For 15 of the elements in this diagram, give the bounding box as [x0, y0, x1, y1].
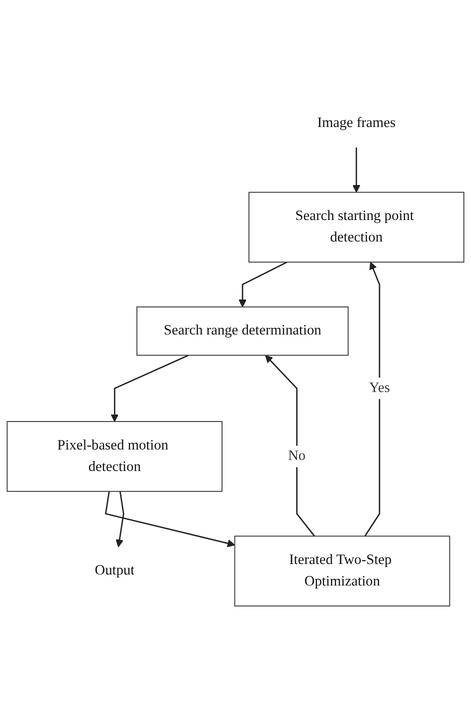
arrow	[116, 492, 124, 548]
node-box: Search starting point detection	[248, 192, 464, 263]
node-box: Pixel-based motion detection	[6, 422, 223, 492]
edge-label: No	[288, 448, 306, 464]
node-box: Iterated Two-Step Optimization	[234, 536, 450, 607]
node-text: Output	[94, 563, 135, 579]
edge-label: Yes	[369, 380, 390, 396]
arrow	[238, 262, 288, 308]
arrow	[265, 355, 316, 537]
arrow	[104, 492, 236, 548]
node-text: Image frames	[317, 116, 396, 131]
arrow	[352, 148, 360, 194]
arrow	[110, 355, 189, 422]
node-box: Search range determination	[136, 306, 349, 356]
arrow	[364, 262, 380, 537]
